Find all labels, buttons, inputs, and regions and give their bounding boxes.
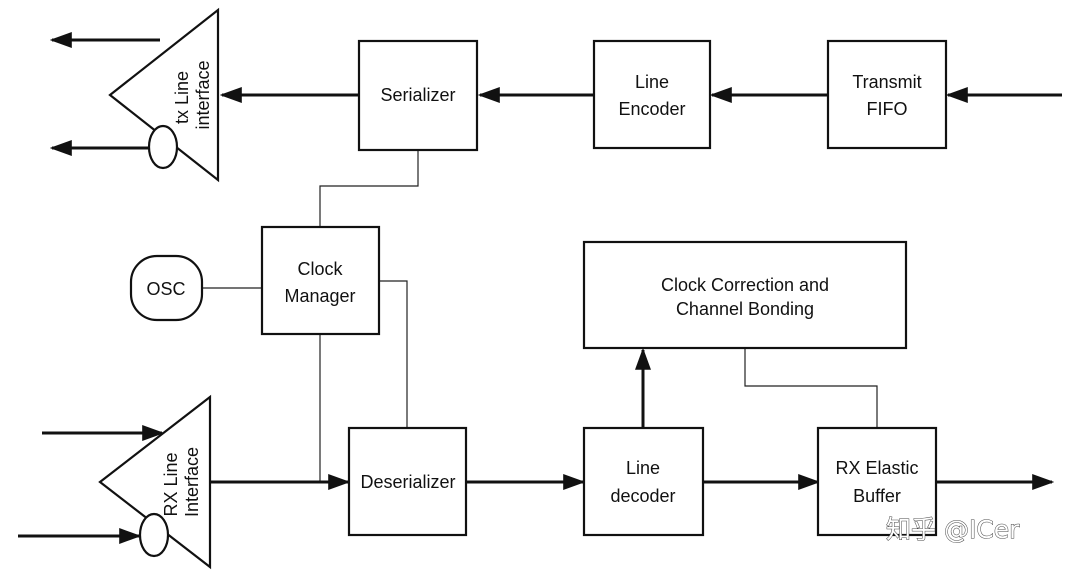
- rx-line-label-2: Interface: [182, 447, 202, 517]
- line-encoder-label-2: Encoder: [618, 99, 685, 119]
- transmit-fifo-label-2: FIFO: [867, 99, 908, 119]
- transmit-fifo-block: Transmit FIFO: [826, 39, 948, 150]
- rx-line-interface: RX Line Interface: [98, 394, 212, 570]
- clock-manager-label-1: Clock: [297, 259, 343, 279]
- osc-block: OSC: [129, 254, 204, 322]
- deserializer-label: Deserializer: [360, 472, 455, 492]
- tx-line-label-1: tx Line: [172, 71, 192, 124]
- watermark: 知乎 @ICer: [886, 515, 1020, 544]
- osc-label: OSC: [146, 279, 185, 299]
- serializer-label: Serializer: [380, 85, 455, 105]
- rx-elastic-buffer-label-1: RX Elastic: [835, 458, 918, 478]
- line-decoder-label-2: decoder: [610, 486, 675, 506]
- clock-correction-label-2: Channel Bonding: [676, 299, 814, 319]
- line-encoder-label-1: Line: [635, 72, 669, 92]
- line-decoder-label-1: Line: [626, 458, 660, 478]
- deserializer-block: Deserializer: [347, 426, 468, 537]
- rx-line-label-1: RX Line: [161, 452, 181, 516]
- clock-correction-wire: [744, 348, 878, 428]
- clock-manager-block: Clock Manager: [260, 225, 381, 336]
- clock-wire-deserializer: [379, 280, 408, 428]
- svg-text:tx Line interface: tx Line interface: [172, 60, 213, 129]
- clock-correction-block: Clock Correction and Channel Bonding: [582, 240, 908, 350]
- clock-wire-serializer: [319, 150, 419, 227]
- clock-correction-label-1: Clock Correction and: [661, 275, 829, 295]
- line-decoder-block: Line decoder: [582, 426, 705, 537]
- svg-text:RX Line Interface: RX Line Interface: [161, 447, 202, 517]
- clock-manager-label-2: Manager: [284, 286, 355, 306]
- tx-line-label-2: interface: [193, 60, 213, 129]
- rx-elastic-buffer-block: RX Elastic Buffer: [816, 426, 938, 537]
- transmit-fifo-label-1: Transmit: [852, 72, 921, 92]
- line-encoder-block: Line Encoder: [592, 39, 712, 150]
- serializer-block: Serializer: [357, 39, 479, 152]
- tx-line-interface: tx Line interface: [108, 7, 220, 183]
- rx-elastic-buffer-label-2: Buffer: [853, 486, 901, 506]
